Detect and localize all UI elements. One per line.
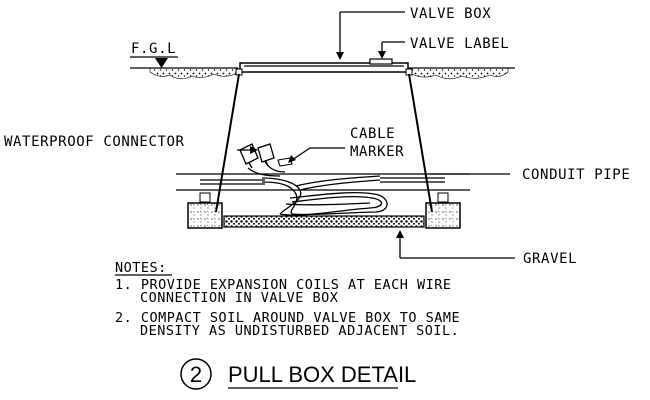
waterproof-connector-left — [239, 143, 259, 169]
valve-label-plate — [369, 58, 393, 65]
leader-gravel — [396, 230, 515, 259]
gravel-bed — [223, 215, 425, 228]
label-cable-marker-line1: CABLE — [350, 126, 395, 142]
soil-hatch-left — [149, 67, 239, 80]
label-conduit-pipe: CONDUIT PIPE — [522, 167, 630, 183]
soil-hatch-right — [409, 67, 509, 80]
leader-valve-box — [336, 11, 405, 60]
note-1-line2: CONNECTION IN VALVE BOX — [140, 290, 338, 306]
cable-marker-tag — [277, 157, 293, 167]
valve-box-walls — [215, 73, 433, 213]
expansion-coil-wires — [247, 159, 388, 216]
leader-cable-marker — [288, 147, 345, 163]
detail-number-circle — [180, 358, 212, 390]
leader-valve-label — [378, 41, 405, 59]
detail-title: 2 PULL BOX DETAIL — [180, 358, 416, 390]
conduit-pipe — [176, 173, 470, 191]
label-gravel: GRAVEL — [523, 251, 577, 267]
label-valve-label: VALVE LABEL — [410, 36, 509, 52]
note-2-line2: DENSITY AS UNDISTURBED ADJACENT SOIL. — [140, 323, 459, 339]
leader-waterproof-connector — [237, 146, 258, 154]
detail-number: 2 — [190, 362, 202, 387]
notes-heading: NOTES: — [115, 260, 167, 276]
notes-block: NOTES: 1. PROVIDE EXPANSION COILS AT EAC… — [115, 260, 460, 339]
label-cable-marker-line2: MARKER — [350, 144, 404, 160]
label-valve-box: VALVE BOX — [410, 6, 491, 22]
support-block-right — [425, 192, 461, 229]
note-2-line1: 2. COMPACT SOIL AROUND VALVE BOX TO SAME — [115, 310, 460, 326]
waterproof-connector-right — [257, 143, 275, 167]
label-fgl: F.G.L — [131, 41, 176, 57]
detail-title-text: PULL BOX DETAIL — [228, 362, 416, 387]
valve-box-lid — [235, 62, 413, 76]
fgl-marker — [130, 56, 178, 68]
label-waterproof-connector: WATERPROOF CONNECTOR — [4, 134, 185, 150]
support-block-left — [187, 192, 223, 229]
note-1-line1: 1. PROVIDE EXPANSION COILS AT EACH WIRE — [115, 277, 451, 293]
